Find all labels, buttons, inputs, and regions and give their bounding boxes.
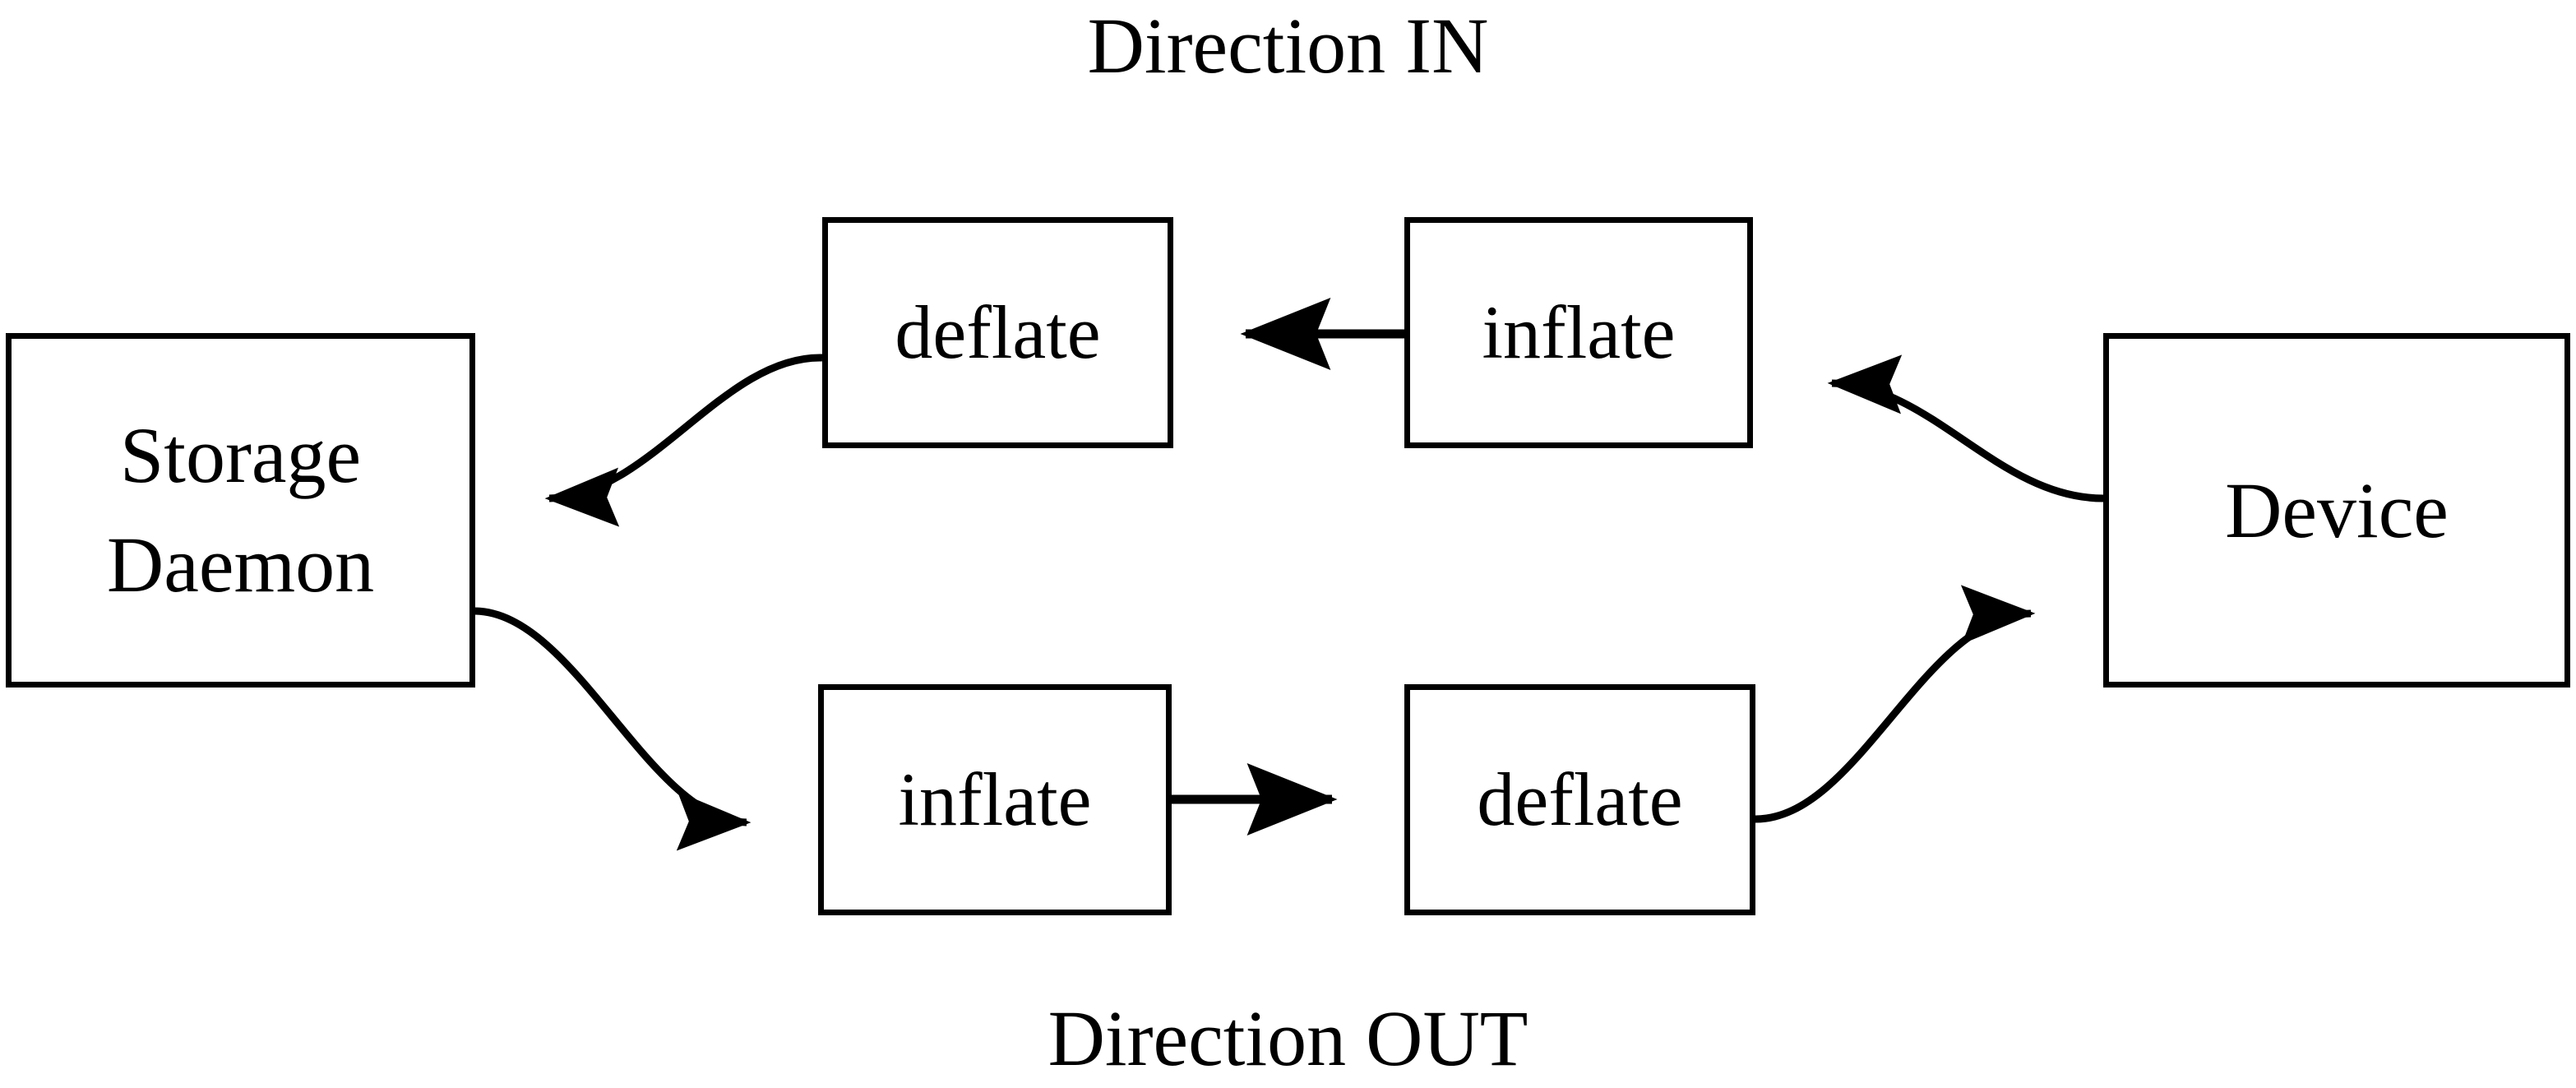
node-storage-daemon-label-line2: Daemon — [106, 520, 375, 609]
node-deflate-out[interactable]: deflate — [1404, 684, 1755, 915]
edge-deflate-out-to-device — [1755, 585, 2036, 823]
edge-device-to-inflate-in — [1827, 354, 2104, 502]
node-deflate-in-label: deflate — [895, 290, 1101, 375]
edge-storage-daemon-to-inflate-out — [474, 607, 752, 851]
node-inflate-in[interactable]: inflate — [1404, 217, 1753, 448]
caption-direction-in: Direction IN — [1087, 2, 1489, 90]
node-deflate-in[interactable]: deflate — [822, 217, 1173, 448]
node-inflate-out-label: inflate — [898, 757, 1092, 842]
node-deflate-out-label: deflate — [1477, 757, 1683, 842]
node-device[interactable]: Device — [2103, 333, 2570, 688]
node-device-label: Device — [2225, 465, 2449, 554]
node-storage-daemon-label-line1: Storage — [119, 411, 362, 500]
node-storage-daemon[interactable]: Storage Daemon — [6, 333, 475, 688]
caption-direction-out: Direction OUT — [1048, 994, 1528, 1082]
edge-deflate-in-to-storage-daemon — [544, 354, 823, 527]
node-inflate-in-label: inflate — [1482, 290, 1676, 375]
node-inflate-out[interactable]: inflate — [818, 684, 1172, 915]
